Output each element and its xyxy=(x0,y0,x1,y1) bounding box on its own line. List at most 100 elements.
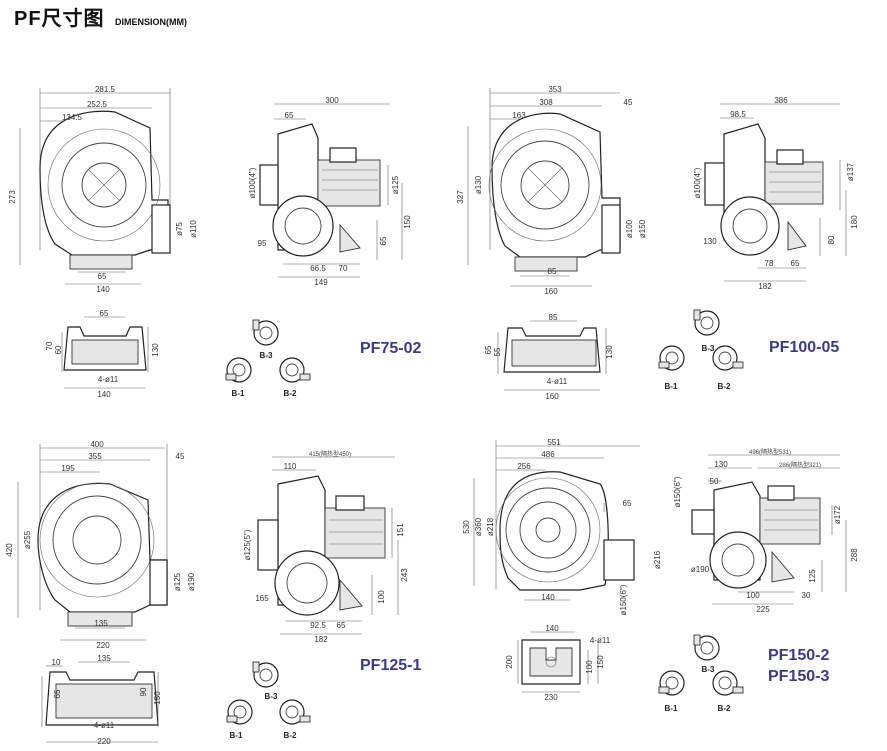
pf150-side-w4: 50 xyxy=(710,477,719,486)
pf150-model-label-2: PF150-3 xyxy=(768,668,829,685)
pf125-front-view: 400 45 355 195 420 ø255 ø125 ø190 135 22… xyxy=(5,440,196,650)
pf125-base-h2: 90 xyxy=(139,687,148,696)
pf75-front-d1: ø75 xyxy=(175,222,184,236)
pf100-front-b1: 85 xyxy=(548,267,557,276)
pf75-side-b2: 70 xyxy=(339,264,348,273)
pf125-base-h1: 65 xyxy=(53,689,62,698)
pf100-front-h2: ø130 xyxy=(474,175,483,194)
pf100-front-w3: 163 xyxy=(512,111,526,120)
pf150-orient-b3: B-3 xyxy=(702,665,715,674)
pf100-orient-b3: B-3 xyxy=(702,344,715,353)
pf75-orientations: B-3 B-1 B-2 xyxy=(225,319,311,398)
pf125-orient-b3: B-3 xyxy=(265,692,278,701)
pf75-side-d1: ø100(4") xyxy=(248,167,257,198)
pf75-base-h2: 60 xyxy=(54,345,63,354)
pf100-front-view: 353 308 45 163 327 ø130 ø100 ø150 85 160 xyxy=(456,85,647,296)
pf75-base-h1: 70 xyxy=(45,341,54,350)
pf125-orient-b1: B-1 xyxy=(230,731,243,740)
pf75-front-w2: 252.5 xyxy=(87,100,108,109)
pf75-base-holes: 4-ø11 xyxy=(98,375,119,384)
pf100-side-b2: 65 xyxy=(791,259,800,268)
pf150-base-h1: 200 xyxy=(505,655,514,669)
pf125-side-w2: 110 xyxy=(284,462,297,471)
pf100-front-w2: 308 xyxy=(539,98,553,107)
pf100-orient-b2: B-2 xyxy=(718,382,731,391)
pf125-front-w1: 400 xyxy=(90,440,104,449)
pf125-base-bottom: 220 xyxy=(97,737,111,746)
pf125-base-holes: 4-ø11 xyxy=(94,721,115,730)
pf150-front-w2: 486 xyxy=(541,450,555,459)
pf125-front-w3: 195 xyxy=(61,464,75,473)
pf100-base-h2: 55 xyxy=(493,347,502,356)
pf75-front-b1: 65 xyxy=(98,272,107,281)
pf75-front-b2: 140 xyxy=(96,285,110,294)
pf150-side-r: ø190 xyxy=(691,565,710,574)
pf75-orient-b3: B-3 xyxy=(260,351,273,360)
pf75-front-h: 273 xyxy=(8,190,17,204)
pf75-side-b3: 149 xyxy=(314,278,328,287)
pf75-side-b1: 66.5 xyxy=(310,264,326,273)
pf100-orientations: B-3 B-1 B-2 xyxy=(658,309,744,391)
pf100-side-w2: 98.5 xyxy=(730,110,746,119)
pf75-orient-b2: B-2 xyxy=(284,389,297,398)
pf100-side-view: 386 98.5 ø100(4") ø137 180 80 130 78 65 … xyxy=(693,96,859,291)
pf150-side-b2: 30 xyxy=(802,591,811,600)
pf150-side-d1: ø150(6") xyxy=(673,476,682,507)
pf100-model-label: PF100-05 xyxy=(769,339,839,356)
pf125-side-h2: 100 xyxy=(377,590,386,604)
pf150-front-d2: ø150(6") xyxy=(619,584,628,615)
pf150-side-b1: 100 xyxy=(746,591,760,600)
pf150-side-w3: 130 xyxy=(714,460,728,469)
pf150-front-view: 551 486 256 65 530 ø360 ø218 ø216 ø150(6… xyxy=(462,438,662,615)
pf75-side-w2: 65 xyxy=(285,111,294,120)
pf150-base-top: 140 xyxy=(545,624,559,633)
pf125-front-h: 420 xyxy=(5,543,14,557)
pf150-base-bottom: 230 xyxy=(544,693,558,702)
pf150-front-b1: 140 xyxy=(541,593,555,602)
pf125-side-r: 165 xyxy=(255,594,269,603)
pf75-front-d2: ø110 xyxy=(189,220,198,238)
pf125-orientations: B-3 B-1 B-2 xyxy=(226,661,311,740)
pf100-side-d2: ø137 xyxy=(846,162,855,181)
pf125-base-top2: 10 xyxy=(52,658,61,667)
pf125-orient-b2: B-2 xyxy=(284,731,297,740)
pf150-side-w: 496(隔热型531) xyxy=(749,448,791,456)
pf100-side-w: 386 xyxy=(774,96,788,105)
pf100-side-h1: 180 xyxy=(850,215,859,229)
pf75-front-w3: 134.5 xyxy=(62,113,83,122)
pf125-base-h3: 150 xyxy=(153,691,162,705)
pf125-model-label: PF125-1 xyxy=(360,657,421,674)
pf75-model-label: PF75-02 xyxy=(360,340,421,357)
pf150-front-d1: ø216 xyxy=(653,550,662,569)
pf100-front-w1: 353 xyxy=(548,85,562,94)
pf125-side-view: 415(隔热型450) 110 ø125(5") 151 243 100 165… xyxy=(243,450,409,644)
pf75-side-h2: 65 xyxy=(379,236,388,245)
pf100-base-holes: 4-ø11 xyxy=(547,377,568,386)
pf150-orient-b1: B-1 xyxy=(665,704,678,713)
pf100-front-w4: 45 xyxy=(624,98,633,107)
pf75-base-h3: 130 xyxy=(151,343,160,357)
pf125-base-view: 135 10 65 90 150 4-ø11 220 xyxy=(41,654,162,746)
pf75-side-d2: ø125 xyxy=(391,175,400,194)
pf75-front-view: 281.5 252.5 134.5 273 ø75 ø110 65 140 xyxy=(8,85,198,294)
pf150-base-holes: 4-ø11 xyxy=(590,636,611,645)
pf150-front-w3: 256 xyxy=(517,462,531,471)
pf125-side-b1: 92.5 xyxy=(310,621,326,630)
pf125-front-d1: ø125 xyxy=(173,572,182,591)
pf125-base-top: 135 xyxy=(97,654,111,663)
pf75-side-w-label: 300 xyxy=(325,96,339,105)
pf150-side-h1: 288 xyxy=(850,548,859,562)
pf100-side-b1: 78 xyxy=(765,259,774,268)
pf125-front-b1: 135 xyxy=(94,619,108,628)
pf150-model-label: PF150-2 xyxy=(768,647,829,664)
pf150-front-h3: ø218 xyxy=(486,517,495,536)
pf150-side-d2: ø172 xyxy=(833,505,842,524)
pf100-side-d1: ø100(4") xyxy=(693,167,702,198)
pf75-orient-b1: B-1 xyxy=(232,389,245,398)
pf125-side-d1: ø125(5") xyxy=(243,529,252,560)
pf100-base-h3: 130 xyxy=(605,345,614,359)
pf125-front-w4: 45 xyxy=(176,452,185,461)
pf125-side-b2: 65 xyxy=(337,621,346,630)
pf125-side-h1: 243 xyxy=(400,568,409,582)
